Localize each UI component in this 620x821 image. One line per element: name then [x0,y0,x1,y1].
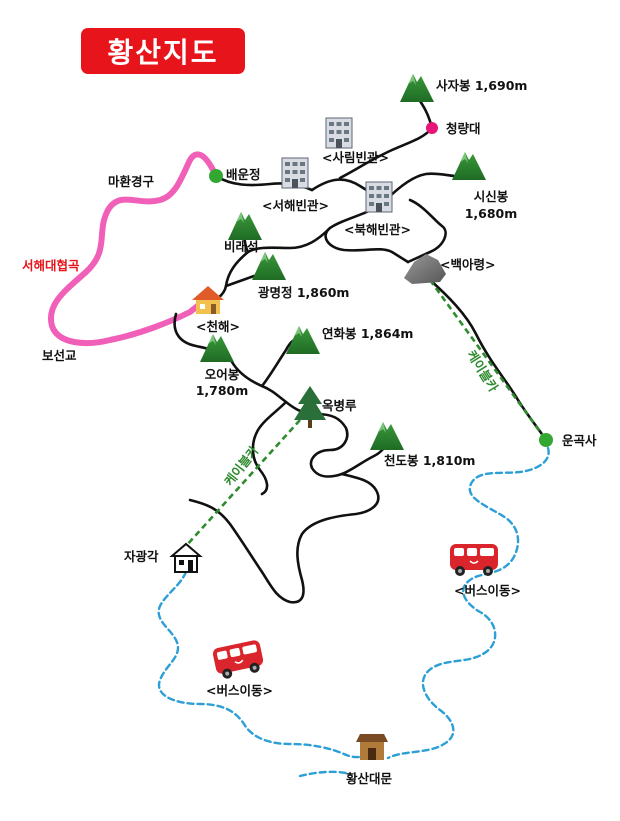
peak-gwangmyeong-icon [252,252,286,280]
peak-cheondo-icon [370,422,404,450]
pine-tree-icon [294,386,326,428]
label-cheonhae: <천해> [196,319,240,334]
rock-icon [404,254,446,284]
house-jagwang-icon [169,542,203,573]
label-jagwang: 자광각 [124,549,159,564]
label-cheondo: 천도봉 1,810m [384,453,476,468]
seohae-gorge-trail [47,151,219,347]
hotel-sarim-icon [325,117,353,149]
cable-car-lines [185,279,548,547]
label-oeo-name: 오어봉 [204,367,240,382]
label-seohae-gorge: 서해대협곡 [22,258,80,273]
peak-saja-icon [400,74,434,102]
label-baegarung: <백아령> [440,257,496,272]
label-seohae-hotel: <서해빈관> [262,198,329,213]
gate-icon [356,734,388,760]
cheongryang-point-icon [426,122,438,134]
label-oeo-height: 1,780m [195,383,249,398]
label-main-gate: 황산대문 [346,771,393,786]
baeun-point-icon [209,169,223,183]
map-title: 황산지도 [81,28,245,74]
label-bus-right: <버스이동> [454,583,521,598]
bus-right-icon [449,543,499,577]
label-okbyeong: 옥병루 [322,398,357,413]
label-sisin-name: 시신봉 [473,189,509,204]
label-saja: 사자봉 1,690m [436,78,528,93]
label-bukhae-hotel: <북해빈관> [344,222,411,237]
label-sisin-height: 1,680m [464,206,518,221]
label-biraeseok: 비래석 [224,239,259,254]
label-baeun: 배운정 [226,167,261,182]
house-cheonhae-icon [192,286,224,314]
label-sarim-hotel: <사림빈관> [322,150,389,165]
hotel-seohae-icon [281,157,309,189]
peak-yeonhwa-icon [286,326,320,354]
label-bus-left: <버스이동> [206,683,273,698]
label-boseon: 보선교 [42,348,77,363]
label-gwangmyeong: 광명정 1,860m [258,285,350,300]
bus-routes [157,446,550,778]
peak-sisin-icon [452,152,486,180]
ungok-point-icon [539,433,553,447]
label-ungok: 운곡사 [562,433,597,448]
label-mahwan: 마환경구 [108,174,155,189]
bus-left-icon [211,638,267,682]
hotel-bukhae-icon [365,181,393,213]
peak-biraeseok-icon [228,212,262,240]
label-cheongryang: 청량대 [446,121,481,136]
label-yeonhwa: 연화봉 1,864m [322,326,414,341]
